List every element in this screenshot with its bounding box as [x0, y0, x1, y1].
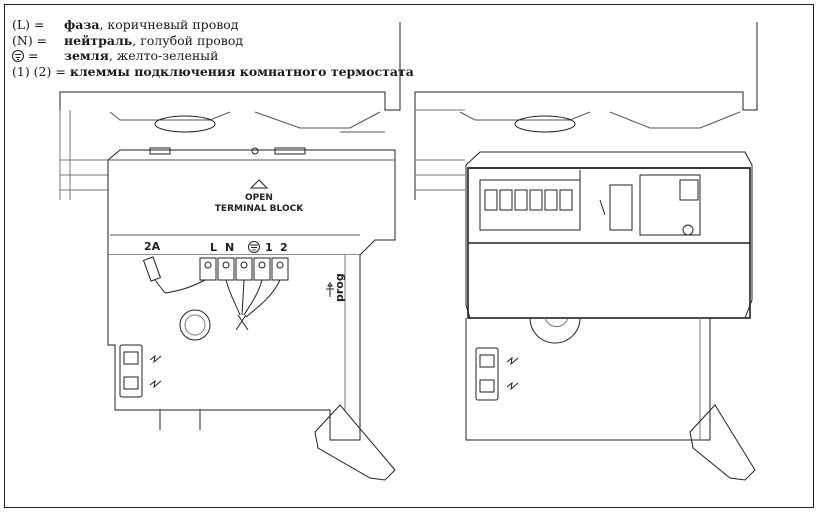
- legend-row-neutral: (N) = нейтраль, голубой провод: [12, 33, 414, 49]
- earth-symbol-icon: [12, 50, 24, 62]
- terminal-label-1: 1: [265, 241, 273, 254]
- legend-key-phase: (L) =: [12, 17, 45, 32]
- legend-term-phase: фаза: [64, 17, 100, 32]
- fuse-label: 2A: [144, 240, 161, 253]
- cable-wires: [164, 279, 281, 331]
- right-boiler-unit: [414, 22, 758, 481]
- usb-icon: [326, 282, 334, 297]
- legend-key-neutral: (N) =: [12, 32, 48, 48]
- legend-row-phase: (L) = фаза, коричневый провод: [12, 17, 414, 33]
- terminal-label-n: N: [225, 241, 234, 254]
- terminal-label-l: L: [210, 241, 217, 254]
- legend-desc-phase: , коричневый провод: [99, 17, 239, 32]
- legend-term-thermostat: клеммы подключения комнатного термостата: [69, 63, 414, 79]
- figure-border: [4, 4, 814, 508]
- legend-key-thermostat: (1) (2) =: [12, 63, 66, 79]
- left-boiler-unit: [59, 22, 401, 481]
- legend-key-earth: =: [28, 48, 39, 63]
- legend-term-neutral: нейтраль: [64, 32, 133, 48]
- terminal-block-label: TERMINAL BLOCK: [215, 204, 304, 214]
- prog-label: prog: [333, 273, 346, 302]
- legend-term-earth: земля: [64, 48, 109, 63]
- open-label: OPEN: [245, 193, 273, 203]
- legend-row-thermostat: (1) (2) = клеммы подключения комнатного …: [12, 64, 414, 80]
- legend-desc-neutral: , голубой провод: [132, 32, 244, 48]
- legend-desc-earth: , желто-зеленый: [108, 48, 219, 63]
- terminal-block: [199, 257, 289, 281]
- up-arrow-icon: [249, 179, 269, 189]
- fuse-icon: [142, 256, 166, 294]
- legend: (L) = фаза, коричневый провод (N) = нейтра…: [12, 17, 414, 79]
- legend-row-earth: = земля, желто-зеленый: [12, 48, 414, 64]
- earth-symbol-icon: [248, 241, 260, 253]
- terminal-label-2: 2: [280, 241, 288, 254]
- led-indicator-icon: [149, 354, 162, 389]
